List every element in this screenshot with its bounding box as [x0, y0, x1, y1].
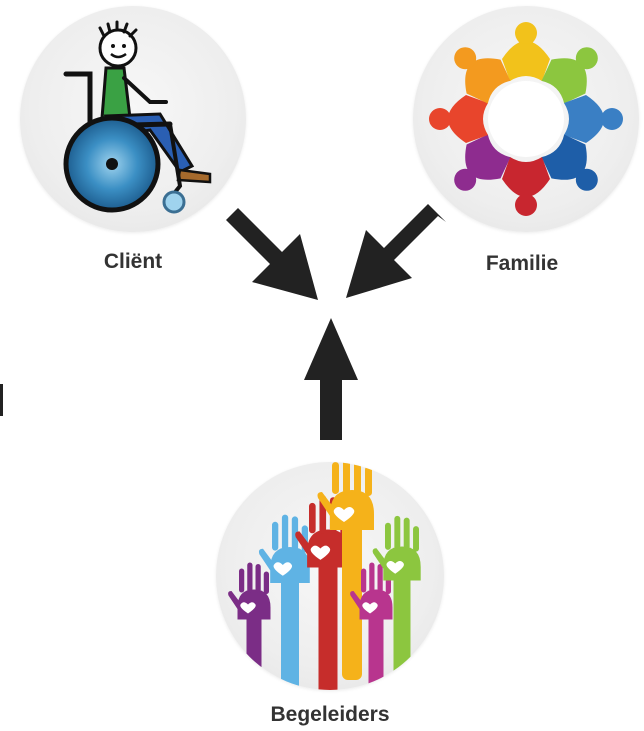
family-circle-icon — [429, 22, 623, 216]
helpers-label: Begeleiders — [270, 703, 390, 726]
family-node — [413, 6, 639, 232]
helpers-node — [216, 462, 444, 690]
client-label: Cliënt — [103, 250, 163, 273]
arrow-family-to-center — [346, 204, 446, 298]
arrow-client-to-center — [220, 208, 318, 300]
arrow-helpers-to-center — [304, 318, 358, 440]
family-label: Familie — [485, 252, 559, 275]
wheelchair-user-icon — [63, 20, 212, 214]
edge-fragment — [0, 384, 3, 416]
client-node — [20, 6, 246, 232]
raised-hands-hearts-icon — [228, 462, 421, 690]
